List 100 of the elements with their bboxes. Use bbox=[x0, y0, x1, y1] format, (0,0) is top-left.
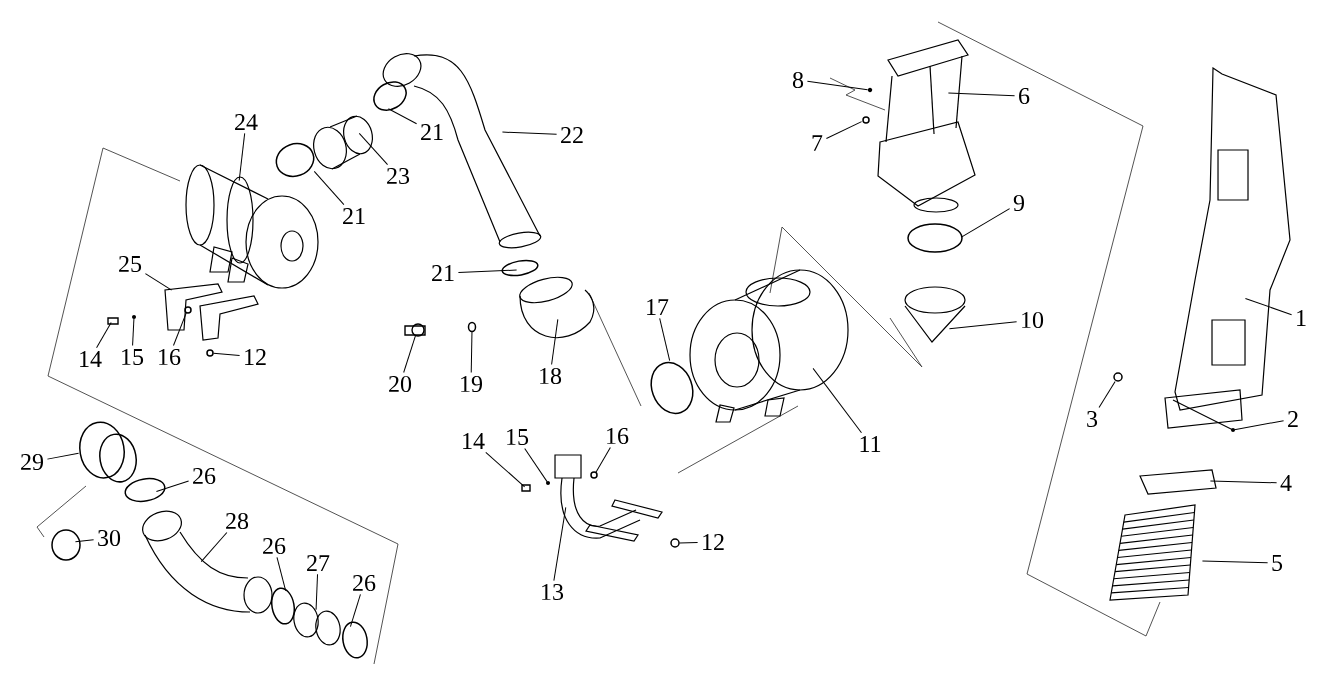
callout-number: 12 bbox=[245, 349, 266, 365]
callout-number: 5 bbox=[1272, 555, 1283, 571]
leader-line bbox=[200, 532, 228, 563]
leader-line bbox=[313, 170, 345, 206]
rain-cap-drawing bbox=[79, 421, 137, 483]
leader-line bbox=[806, 80, 869, 91]
callout-number: 17 bbox=[647, 299, 669, 315]
bolt-drawing bbox=[521, 484, 531, 492]
air-cleaner-drawing bbox=[689, 269, 849, 423]
leader-line bbox=[470, 330, 473, 374]
callout-number: 13 bbox=[542, 583, 564, 601]
sleeve-drawing bbox=[313, 115, 373, 170]
bolt-drawing bbox=[107, 317, 119, 325]
clamp-ring-drawing bbox=[275, 142, 315, 178]
leader-line bbox=[948, 321, 1018, 330]
fitting-drawing bbox=[404, 323, 426, 337]
snorkel-housing-drawing bbox=[877, 39, 976, 213]
leader-line bbox=[403, 334, 417, 373]
leader-line bbox=[1244, 298, 1293, 316]
bracket-drawing bbox=[554, 454, 663, 542]
leader-line bbox=[825, 121, 863, 139]
callout-number: 27 bbox=[307, 555, 330, 571]
leader-line bbox=[1233, 420, 1285, 431]
leader-line bbox=[457, 269, 518, 273]
washer-drawing bbox=[1172, 399, 1235, 432]
leader-line bbox=[315, 573, 319, 611]
hose-drawing bbox=[382, 53, 542, 249]
air-filter-drawing bbox=[185, 164, 319, 289]
callout-number: 14 bbox=[80, 351, 102, 367]
callout-number: 22 bbox=[561, 127, 583, 143]
leader-line bbox=[551, 318, 559, 365]
callout-number: 1 bbox=[1297, 310, 1306, 326]
callout-number: 9 bbox=[1013, 194, 1024, 212]
leader-line bbox=[595, 446, 611, 474]
leader-line bbox=[947, 92, 1016, 97]
leader-line bbox=[132, 317, 135, 347]
callout-number: 16 bbox=[159, 348, 181, 366]
callout-number: 2 bbox=[1288, 411, 1298, 427]
leader-line bbox=[485, 451, 526, 488]
bracket-drawing bbox=[164, 283, 259, 341]
leader-line bbox=[387, 108, 418, 125]
leader-line bbox=[46, 452, 80, 460]
nut-drawing bbox=[670, 538, 680, 548]
leader-line bbox=[358, 132, 389, 166]
leader-line bbox=[553, 506, 567, 582]
callout-number: 14 bbox=[463, 433, 485, 449]
callout-number: 26 bbox=[193, 467, 216, 485]
clamp-ring-drawing bbox=[501, 259, 539, 277]
callout-number: 15 bbox=[507, 428, 529, 446]
callout-number: 26 bbox=[263, 537, 286, 555]
clamp-ring-drawing bbox=[907, 223, 963, 253]
leader-line bbox=[1098, 380, 1116, 409]
nut-drawing bbox=[184, 306, 192, 314]
leader-line bbox=[524, 447, 548, 483]
clamp-ring-drawing bbox=[271, 587, 296, 625]
clamp-ring-drawing bbox=[342, 621, 368, 659]
leader-line bbox=[659, 317, 671, 362]
callout-number: 7 bbox=[812, 135, 823, 151]
leader-line bbox=[173, 311, 187, 347]
callout-number: 21 bbox=[432, 265, 454, 281]
gasket-drawing bbox=[1139, 469, 1217, 495]
leader-line bbox=[212, 352, 241, 357]
callout-number: 3 bbox=[1087, 410, 1098, 428]
callout-number: 26 bbox=[353, 574, 376, 592]
leader-line bbox=[155, 480, 190, 493]
callout-number: 10 bbox=[1022, 311, 1044, 329]
callout-number: 19 bbox=[461, 375, 482, 393]
clamp-ring-drawing bbox=[650, 361, 694, 415]
elbow-drawing bbox=[519, 276, 595, 339]
sleeve-drawing bbox=[293, 602, 341, 646]
callout-number: 12 bbox=[703, 534, 724, 550]
callout-number: 21 bbox=[343, 208, 365, 224]
nut-drawing bbox=[1113, 372, 1123, 382]
callout-number: 11 bbox=[860, 436, 881, 452]
washer-drawing bbox=[546, 481, 550, 485]
leader-line bbox=[960, 208, 1011, 238]
leader-line bbox=[238, 132, 246, 182]
callout-number: 30 bbox=[98, 529, 121, 547]
clamp-ring-drawing bbox=[124, 477, 166, 503]
callout-number: 4 bbox=[1280, 475, 1292, 491]
bellows-drawing bbox=[1109, 504, 1196, 601]
leader-line bbox=[144, 273, 173, 291]
leader-line bbox=[501, 131, 558, 135]
callout-number: 20 bbox=[389, 375, 412, 393]
callout-number: 18 bbox=[540, 367, 562, 385]
callout-number: 8 bbox=[792, 71, 804, 89]
callout-number: 25 bbox=[119, 255, 142, 273]
callout-number: 29 bbox=[21, 453, 43, 471]
washer-drawing bbox=[132, 315, 136, 319]
screw-drawing bbox=[862, 116, 870, 124]
callout-number: 24 bbox=[235, 114, 258, 130]
leader-line bbox=[812, 367, 862, 434]
callout-number: 16 bbox=[607, 427, 629, 445]
clamp-ring-drawing bbox=[373, 81, 407, 111]
nut-drawing bbox=[206, 349, 214, 357]
seal-ring-drawing bbox=[904, 286, 966, 343]
leader-line bbox=[349, 593, 361, 628]
callout-number: 6 bbox=[1019, 87, 1030, 105]
callout-number: 15 bbox=[122, 348, 144, 366]
o-ring-drawing bbox=[467, 321, 477, 333]
